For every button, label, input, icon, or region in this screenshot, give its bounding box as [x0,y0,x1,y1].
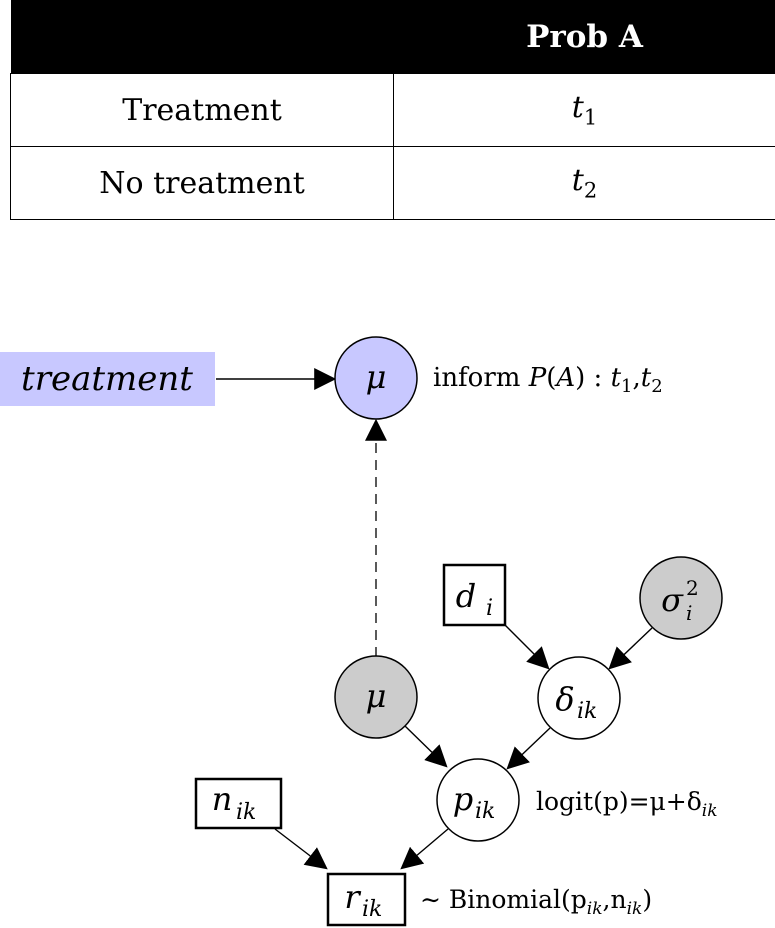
svg-text:ik: ik [577,699,597,724]
mu-bottom-node: μ [334,655,418,739]
delta-node: δ ik [537,656,621,740]
svg-text:i: i [486,596,493,621]
svg-text:n: n [212,780,233,818]
table-header-row: Prob A [10,0,775,74]
edge-delta-to-p [506,727,551,770]
r-note: ∼ Binomial(pik,nik) [420,885,652,919]
svg-text:r: r [344,878,361,916]
svg-text:2: 2 [686,576,699,600]
sigma-node: σ 2 i [639,556,723,640]
n-node: n ik [194,777,283,830]
p-node: p ik [436,758,520,842]
svg-text:ik: ik [475,799,495,824]
mu-bottom-label: μ [366,677,387,715]
treatment-label: treatment [21,359,193,399]
edge-d-to-delta [504,624,550,670]
edge-mu-to-p [404,725,448,768]
edge-p-to-r [400,828,449,870]
table-header-empty [10,0,394,74]
r-node: r ik [326,872,407,927]
edge-sigma-to-delta [608,627,653,670]
svg-text:σ: σ [661,581,684,619]
row-label-no-treatment: No treatment [10,146,394,220]
treatment-box: treatment [0,352,215,406]
table-header-prob-a: Prob A [393,0,775,74]
svg-text:ik: ik [362,897,382,922]
svg-text:ik: ik [236,800,256,825]
row-label-treatment: Treatment [10,73,394,147]
row-value-t2: t2 [393,146,775,220]
mu-top-note: inform P(A) : t1,t2 [433,363,663,397]
svg-text:p: p [453,780,473,818]
mu-top-node: μ [334,336,418,420]
probability-table: Prob A Treatment t1 No treatment t2 [10,0,775,220]
table-row: Treatment t1 [10,73,775,147]
svg-text:i: i [686,601,692,625]
bayesian-model-diagram: treatment μ inform P(A) : t1,t2 d i σ 2 … [0,218,775,928]
p-note: logit(p)=μ+δik [536,787,718,821]
mu-top-label: μ [366,358,387,396]
table-row: No treatment t2 [10,146,775,220]
svg-text:d: d [456,577,476,615]
treatment-fill [0,352,215,406]
row-value-t1: t1 [393,73,775,147]
d-node: d i [442,563,507,627]
svg-text:δ: δ [555,680,574,718]
edge-n-to-r [274,828,328,870]
